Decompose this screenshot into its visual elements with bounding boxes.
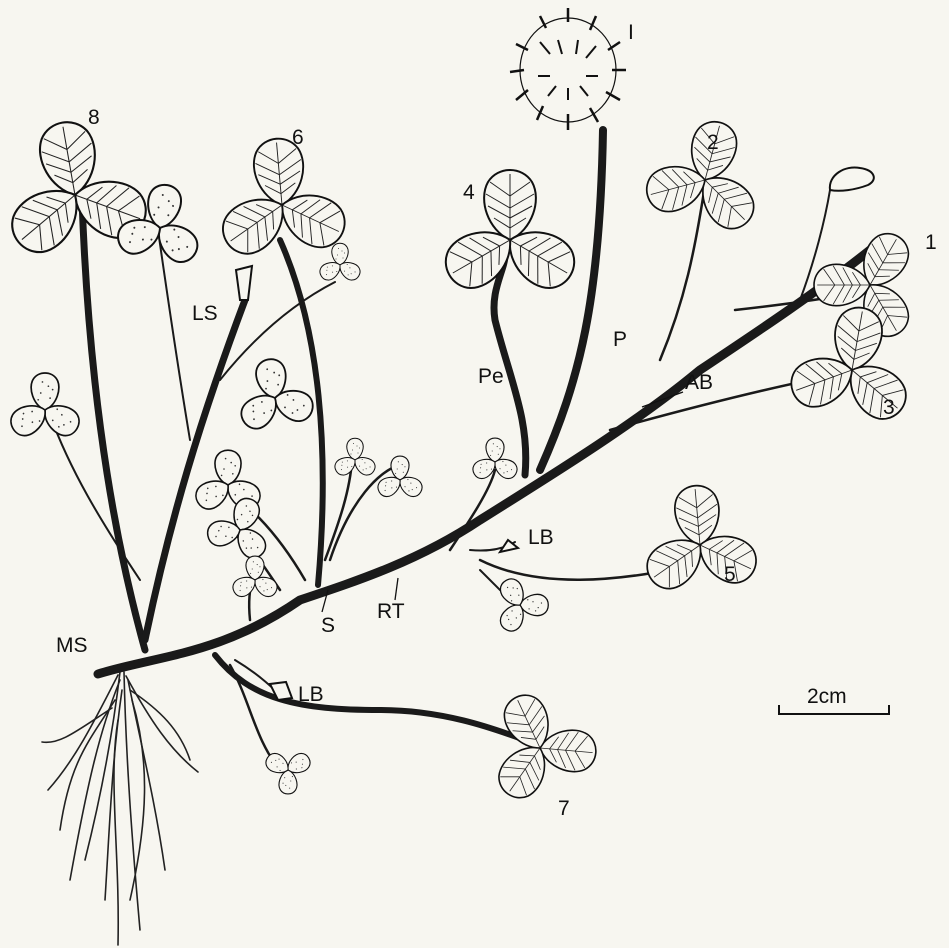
label-petiole: Pe [478, 366, 504, 387]
label-leaf-7: 7 [558, 798, 570, 819]
small-leaf [332, 438, 378, 478]
label-leaf-8: 8 [88, 107, 100, 128]
label-leaf-5: 5 [724, 564, 736, 585]
label-leaf-2: 2 [707, 132, 719, 153]
label-leaf-4: 4 [463, 182, 475, 203]
small-leaf [375, 456, 425, 500]
small-leaf [497, 575, 549, 635]
label-peduncle: P [613, 329, 627, 350]
inflorescence-flower-head [510, 8, 626, 130]
stipule [236, 266, 252, 300]
leaf-2 [632, 106, 781, 243]
small-leaf [258, 736, 321, 801]
label-root-tip: RT [377, 601, 405, 622]
small-leaf [317, 243, 363, 283]
label-stipule: S [321, 615, 335, 636]
label-leaf-6: 6 [292, 127, 304, 148]
label-lateral-branch-lower: LB [298, 684, 324, 705]
label-axillary-bud: AB [685, 372, 713, 393]
stolon-tip-bud [830, 167, 874, 190]
leaf-5 [633, 480, 767, 599]
small-leaf [470, 438, 520, 482]
small-leaf [228, 352, 322, 437]
leaf-7 [489, 685, 601, 811]
label-lateral-stolon: LS [192, 303, 218, 324]
label-leaf-3: 3 [883, 397, 895, 418]
root-system [42, 672, 198, 945]
label-main-stolon: MS [56, 635, 88, 656]
label-inflorescence: I [628, 22, 634, 43]
small-leaf [6, 373, 84, 440]
leaf-4 [436, 170, 583, 297]
label-lateral-branch-upper: LB [528, 527, 554, 548]
scale-bar-label: 2cm [807, 686, 847, 707]
label-leaf-1: 1 [925, 232, 937, 253]
